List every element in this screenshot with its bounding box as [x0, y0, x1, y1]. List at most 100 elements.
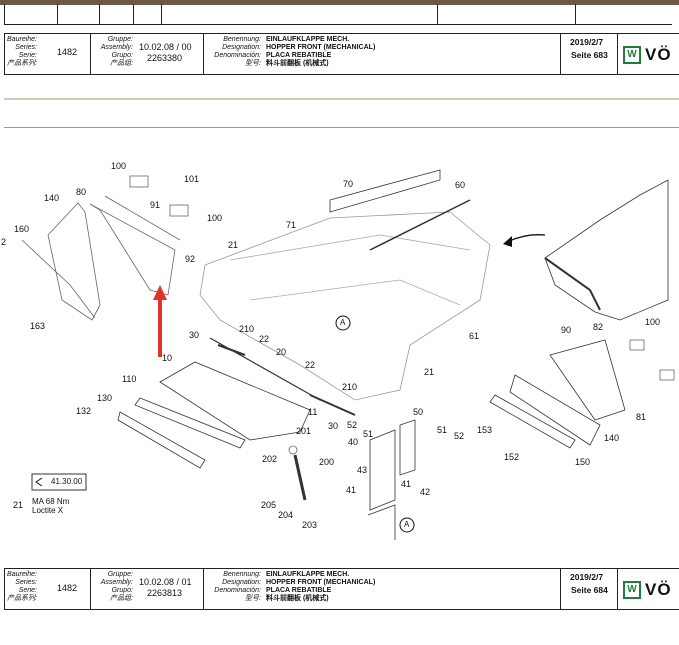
callout: 163 [30, 321, 46, 331]
strip-130 [117, 411, 206, 469]
paver-machine [544, 179, 669, 321]
callout: 11 [308, 407, 318, 417]
callout: 51 [437, 425, 448, 435]
name-es: PLACA REBATIBLE [266, 52, 332, 59]
hinge-far-right-lower [659, 369, 675, 381]
name-de: EINLAUFKLAPPE MECH. [266, 571, 350, 578]
left-side-flap [47, 202, 101, 321]
label-assembly: Assembly: [100, 44, 133, 51]
label-denominacion: Denominación: [214, 587, 261, 594]
spring-210 [309, 394, 356, 416]
callout: 81 [636, 412, 647, 422]
name-en: HOPPER FRONT (MECHANICAL) [266, 44, 376, 51]
label-series: Series: [15, 44, 37, 51]
callout: 153 [477, 425, 493, 435]
note-callout: 21 [13, 500, 24, 510]
callout: 140 [604, 433, 620, 443]
direction-arrowhead-icon [503, 236, 512, 247]
left-flap-edge [21, 239, 96, 319]
bracket-base [367, 504, 396, 540]
callout: 92 [185, 254, 196, 264]
callout: 201 [296, 426, 312, 436]
callout: 205 [261, 500, 277, 510]
title-block-bottom: Baureihe: Series: Serie: 产品系列: 1482 Grup… [4, 568, 679, 610]
label-designation: Designation: [222, 44, 261, 51]
name-cn: 料斗前翻板 (机械式) [266, 60, 329, 67]
label-designation: Designation: [222, 579, 261, 586]
spring-210-left [217, 344, 246, 356]
hinge-100-far-right [629, 339, 645, 351]
marker-a-label: A [340, 318, 346, 327]
machine-frame [199, 211, 491, 401]
callout: 52 [454, 431, 465, 441]
label-gruppe: Gruppe: [107, 571, 133, 578]
strip-60 [369, 199, 471, 251]
callout: 210 [239, 324, 255, 334]
date: 2019/2/7 [570, 572, 604, 582]
right-flap-plate [509, 374, 601, 446]
brand-logo-text: VÖ [645, 580, 672, 599]
callout: 41 [346, 485, 357, 495]
label-benennung: Benennung: [223, 571, 261, 578]
callout: 10 [162, 353, 173, 363]
label-group-cn: 产品组: [110, 595, 133, 602]
callout: 82 [593, 322, 604, 332]
assembly-value: 10.02.08 / 00 [139, 42, 192, 52]
marker-a-circle-2 [399, 517, 415, 533]
marker-a-label-2: A [404, 520, 410, 529]
plate-110 [134, 397, 246, 449]
right-flap-strip [489, 394, 576, 449]
title-block-top: Baureihe: Series: Serie: 产品系列: 1482 Grup… [4, 33, 679, 75]
right-side-flap [549, 339, 626, 421]
page-separator [4, 98, 679, 100]
hopper-plate-10 [159, 361, 311, 441]
callout: 22 [305, 360, 316, 370]
reference-box [31, 473, 87, 491]
strip-70 [329, 169, 441, 213]
frame-crossbar [229, 234, 471, 261]
callout: 60 [455, 180, 466, 190]
label-benennung: Benennung: [223, 36, 261, 43]
callout: 41 [401, 479, 412, 489]
group-value: 2263380 [147, 53, 183, 63]
callout: 30 [189, 330, 200, 340]
callout: 130 [97, 393, 113, 403]
label-baureihe: Baureihe: [7, 571, 37, 578]
page-number: Seite 684 [571, 585, 608, 595]
frame-beam [249, 279, 461, 306]
label-serie: Serie: [18, 52, 37, 59]
brand-logo-icon: W [623, 46, 641, 64]
callout: 204 [278, 510, 294, 520]
page-rule [4, 127, 679, 128]
flap-plate-91 [89, 203, 176, 296]
callout: 21 [228, 240, 239, 250]
loctite-note: Loctite X [32, 506, 64, 515]
callout: 71 [286, 220, 297, 230]
group-value: 2263813 [147, 588, 183, 598]
name-es: PLACA REBATIBLE [266, 587, 332, 594]
callout: 101 [184, 174, 200, 184]
label-name-cn: 型号: [245, 60, 261, 67]
reference-arrow-icon [35, 477, 43, 487]
callout: 100 [645, 317, 661, 327]
brand-logo-text: VÖ [645, 45, 672, 64]
reference-number: 41.30.00 [51, 477, 83, 486]
marker-a-circle [335, 315, 351, 331]
callout: 22 [259, 334, 270, 344]
label-series-cn: 产品系列: [7, 60, 37, 67]
cylinder-pivot [288, 445, 298, 455]
label-denominacion: Denominación: [214, 52, 261, 59]
label-series: Series: [15, 579, 37, 586]
callout: 200 [319, 457, 335, 467]
bracket-40 [369, 429, 396, 511]
callout: 140 [44, 193, 60, 203]
top-table-cells [4, 4, 672, 25]
callout: 2 [1, 237, 7, 247]
callout: 91 [150, 200, 161, 210]
hinge-100-left [129, 175, 149, 188]
label-name-cn: 型号: [245, 595, 261, 602]
label-series-cn: 产品系列: [7, 595, 37, 602]
name-en: HOPPER FRONT (MECHANICAL) [266, 579, 376, 586]
callout: 40 [348, 437, 359, 447]
callout: 203 [302, 520, 318, 530]
